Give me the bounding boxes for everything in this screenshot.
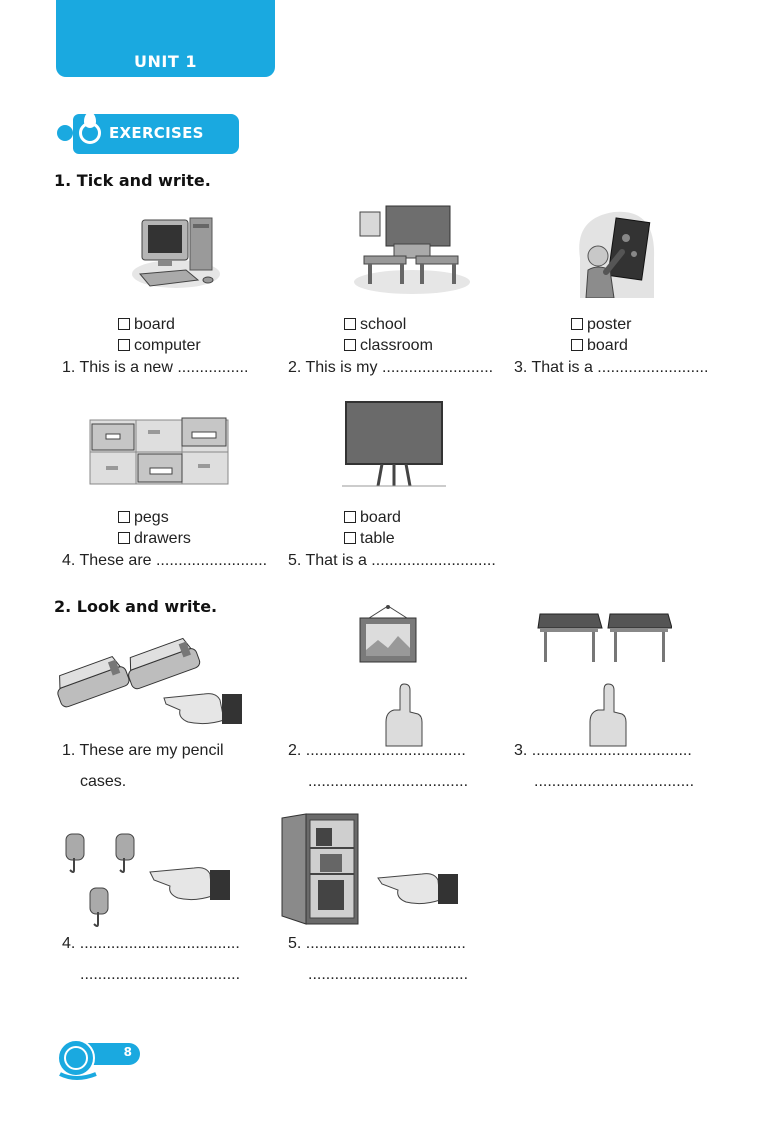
page-number-badge: 8 [56,1038,140,1080]
item-5-option-2[interactable]: table [344,529,395,549]
checkbox[interactable] [118,511,130,523]
ex2-item-4-line-1[interactable]: 4. .................................... [62,935,240,952]
pointing-up-hand-icon [589,683,627,747]
page-number: 8 [123,1045,132,1059]
ex2-item-3-line-2[interactable]: .................................... [534,773,695,790]
item-5-sentence[interactable]: 5. That is a ...........................… [288,552,496,569]
item-1-sentence[interactable]: 1. This is a new ................ [62,359,249,376]
pegs-icon [65,833,230,927]
checkbox[interactable] [118,339,130,351]
checkbox[interactable] [118,318,130,330]
ex2-item-1-line-1[interactable]: 1. These are my pencil [62,742,224,759]
desks-icon [537,613,672,662]
ex2-item-2-line-2[interactable]: .................................... [308,773,469,790]
ex2-item-5-line-1[interactable]: 5. .................................... [288,935,466,952]
checkbox[interactable] [118,532,130,544]
unit-tab: UNIT 1 [56,0,275,77]
item-4-sentence[interactable]: 4. These are ......................... [62,552,268,569]
checkbox[interactable] [344,339,356,351]
item-3-option-2[interactable]: board [571,336,628,356]
classroom-icon [354,205,470,294]
board-icon [342,401,446,487]
checkbox[interactable] [571,318,583,330]
checkbox[interactable] [344,532,356,544]
item-4-option-2[interactable]: drawers [118,529,191,549]
item-1-option-2[interactable]: computer [118,336,201,356]
item-5-option-1[interactable]: board [344,508,401,528]
item-3-sentence[interactable]: 3. That is a ......................... [514,359,709,376]
pencil-cases-icon [57,637,242,725]
item-1-option-1[interactable]: board [118,315,175,335]
item-2-sentence[interactable]: 2. This is my ......................... [288,359,494,376]
checkbox[interactable] [344,318,356,330]
picture-frame-icon [359,605,417,663]
item-3-option-1[interactable]: poster [571,315,631,335]
checkbox[interactable] [344,511,356,523]
snail-icon [57,1039,97,1080]
exercises-label: EXERCISES [109,124,204,142]
unit-label: UNIT 1 [134,52,197,71]
item-2-option-1[interactable]: school [344,315,406,335]
computer-icon [132,217,220,288]
ex2-item-4-line-2[interactable]: .................................... [80,966,241,983]
poster-icon [579,211,655,298]
exercise-1-title: 1. Tick and write. [54,171,211,190]
exercise-2-title: 2. Look and write. [54,597,218,616]
ex2-item-2-line-1[interactable]: 2. .................................... [288,742,466,759]
ex2-item-5-line-2[interactable]: .................................... [308,966,469,983]
item-4-option-1[interactable]: pegs [118,508,169,528]
ex2-item-1-line-2[interactable]: cases. [80,773,127,790]
checkbox[interactable] [571,339,583,351]
item-2-option-2[interactable]: classroom [344,336,433,356]
exercises-banner: EXERCISES [57,112,239,154]
ex2-item-3-line-1[interactable]: 3. .................................... [514,742,692,759]
drawers-icon [89,417,229,485]
cupboard-icon [281,813,458,925]
pointing-up-hand-icon [385,683,423,747]
